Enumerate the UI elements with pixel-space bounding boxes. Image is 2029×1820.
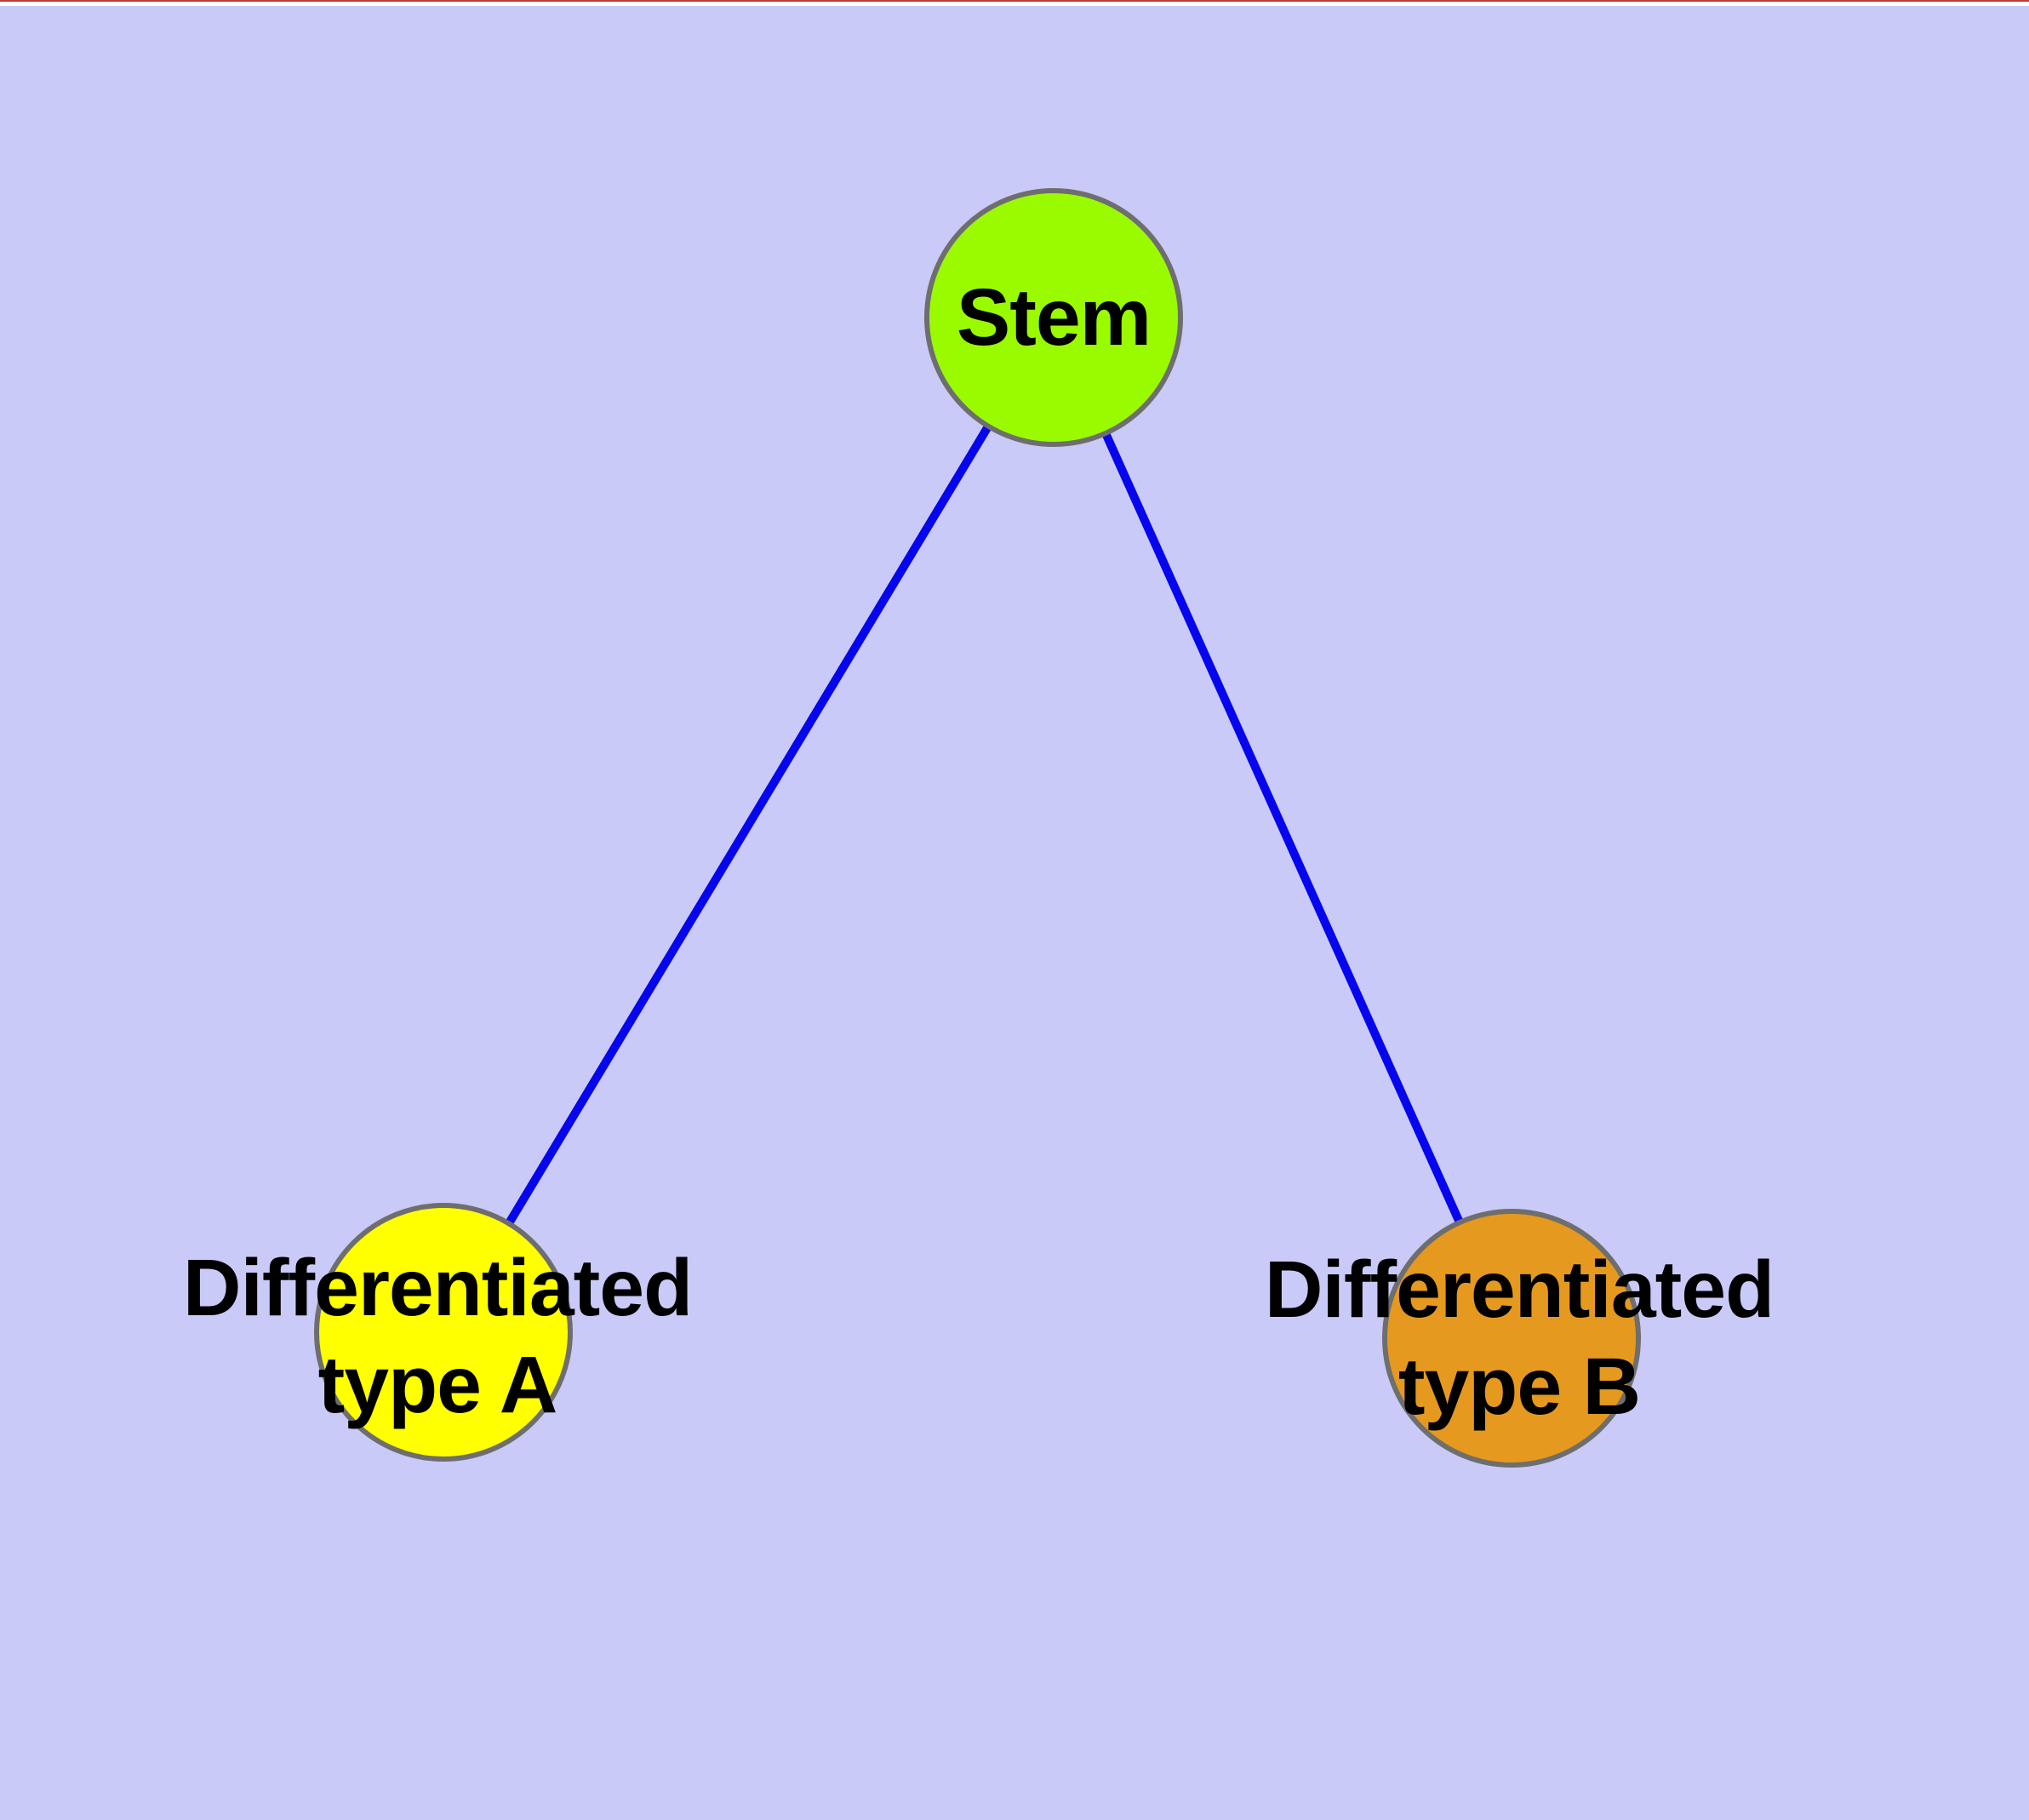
- edge-stem-to-type-b: [1049, 315, 1516, 1341]
- window-top-edge-line: [0, 0, 2029, 2]
- node-differentiated-type-a-label: Differentiated type A: [182, 1239, 693, 1434]
- node-stem-label: Stem: [956, 272, 1152, 363]
- node-differentiated-type-a-label-line1: Differentiated: [182, 1243, 693, 1333]
- node-differentiated-type-b-label: Differentiated type B: [1264, 1241, 1775, 1435]
- node-differentiated-type-a-circle[interactable]: [314, 1203, 573, 1462]
- node-differentiated-type-b-label-line1: Differentiated: [1264, 1245, 1775, 1335]
- node-stem-circle[interactable]: [924, 188, 1183, 447]
- window-top-edge-strip: [0, 2, 2029, 6]
- node-differentiated-type-b-label-line2: type B: [1397, 1342, 1641, 1432]
- node-differentiated-type-b-circle[interactable]: [1382, 1209, 1641, 1468]
- node-differentiated-type-a-label-line2: type A: [317, 1340, 558, 1430]
- edge-stem-to-type-a: [439, 315, 1058, 1335]
